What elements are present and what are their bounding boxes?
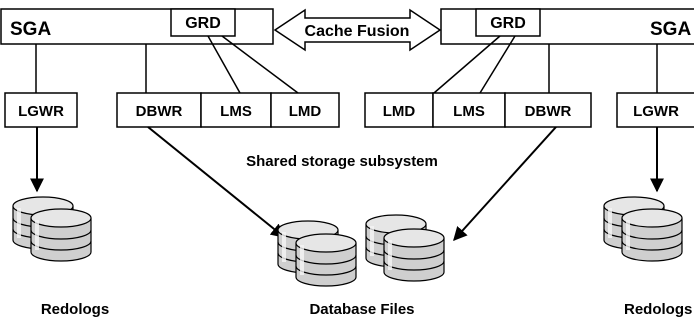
right-lms-box bbox=[432, 92, 506, 128]
right-lgwr-box bbox=[616, 92, 694, 128]
right-grd-box bbox=[475, 8, 541, 37]
right-grd-lmd-link bbox=[433, 35, 501, 94]
left-lgwr-label: LGWR bbox=[18, 103, 64, 120]
right-sga-label: SGA bbox=[650, 19, 691, 40]
left-sga-label: SGA bbox=[10, 19, 51, 40]
right-node: SGA GRD LMD LMS DBWR LGWR Redologs bbox=[364, 8, 694, 318]
right-grd-label: GRD bbox=[490, 15, 526, 32]
left-dbwr-box bbox=[116, 92, 202, 128]
left-lmd-box bbox=[270, 92, 340, 128]
left-node: SGA GRD LGWR DBWR LMS LMD Redologs bbox=[0, 8, 340, 318]
cache-fusion-double-arrow-icon bbox=[273, 8, 442, 52]
left-grd-box bbox=[170, 8, 236, 37]
right-redologs-label: Redologs bbox=[624, 301, 692, 318]
cache-fusion-label: Cache Fusion bbox=[305, 23, 410, 40]
left-redologs-disk-stack-icon bbox=[12, 196, 92, 262]
right-lms-label: LMS bbox=[453, 103, 485, 120]
left-grd-lms-link bbox=[207, 35, 241, 94]
left-redologs-label: Redologs bbox=[41, 301, 109, 318]
left-lms-box bbox=[200, 92, 272, 128]
left-dbwr-arrow-icon bbox=[147, 126, 286, 238]
left-dbwr-label: DBWR bbox=[136, 103, 183, 120]
right-grd-lms-link bbox=[479, 35, 516, 94]
right-dbwr-arrow-icon bbox=[453, 126, 557, 242]
left-lgwr-box bbox=[4, 92, 78, 128]
right-dbwr-label: DBWR bbox=[525, 103, 572, 120]
database-files-disk-stack-icon bbox=[277, 214, 445, 287]
left-lms-label: LMS bbox=[220, 103, 252, 120]
database-files-label: Database Files bbox=[309, 301, 414, 318]
left-grd-lmd-link bbox=[221, 35, 299, 94]
right-lgwr-label: LGWR bbox=[633, 103, 679, 120]
shared-storage-label: Shared storage subsystem bbox=[246, 153, 438, 170]
right-dbwr-box bbox=[504, 92, 592, 128]
left-lmd-label: LMD bbox=[289, 103, 322, 120]
right-lmd-label: LMD bbox=[383, 103, 416, 120]
left-grd-label: GRD bbox=[185, 15, 221, 32]
right-redologs-disk-stack-icon bbox=[603, 196, 683, 262]
